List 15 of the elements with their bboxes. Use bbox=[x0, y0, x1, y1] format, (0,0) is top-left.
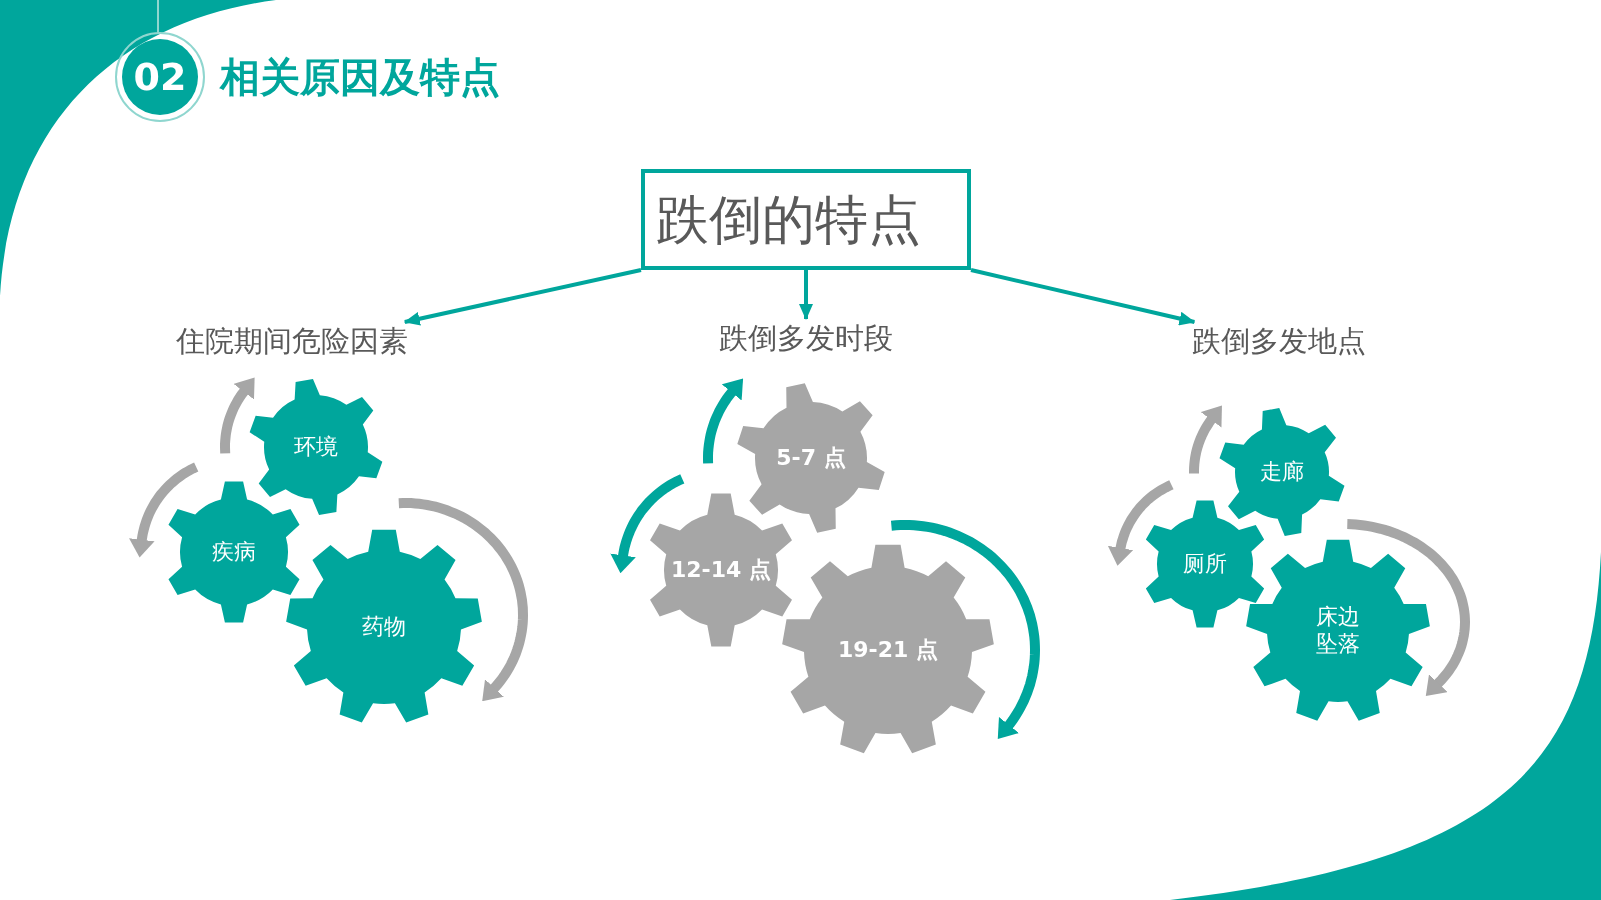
arrow bbox=[970, 268, 1196, 326]
section-heading: 跌倒多发地点 bbox=[1189, 322, 1369, 362]
section-heading: 跌倒多发时段 bbox=[716, 319, 896, 359]
gear: 床边坠落 bbox=[1246, 539, 1430, 723]
gear: 走廊 bbox=[1218, 408, 1346, 536]
number-badge: 02 bbox=[115, 32, 205, 122]
section-heading: 住院期间危险因素 bbox=[172, 322, 412, 362]
gear: 5-7 点 bbox=[736, 383, 886, 533]
gear: 药物 bbox=[286, 529, 482, 725]
arrow bbox=[799, 270, 813, 320]
gear: 19-21 点 bbox=[782, 544, 994, 756]
heading-box: 跌倒的特点 bbox=[641, 169, 971, 270]
gear: 环境 bbox=[248, 379, 384, 515]
arrow bbox=[403, 268, 642, 326]
slide-title: 相关原因及特点 bbox=[220, 53, 500, 102]
